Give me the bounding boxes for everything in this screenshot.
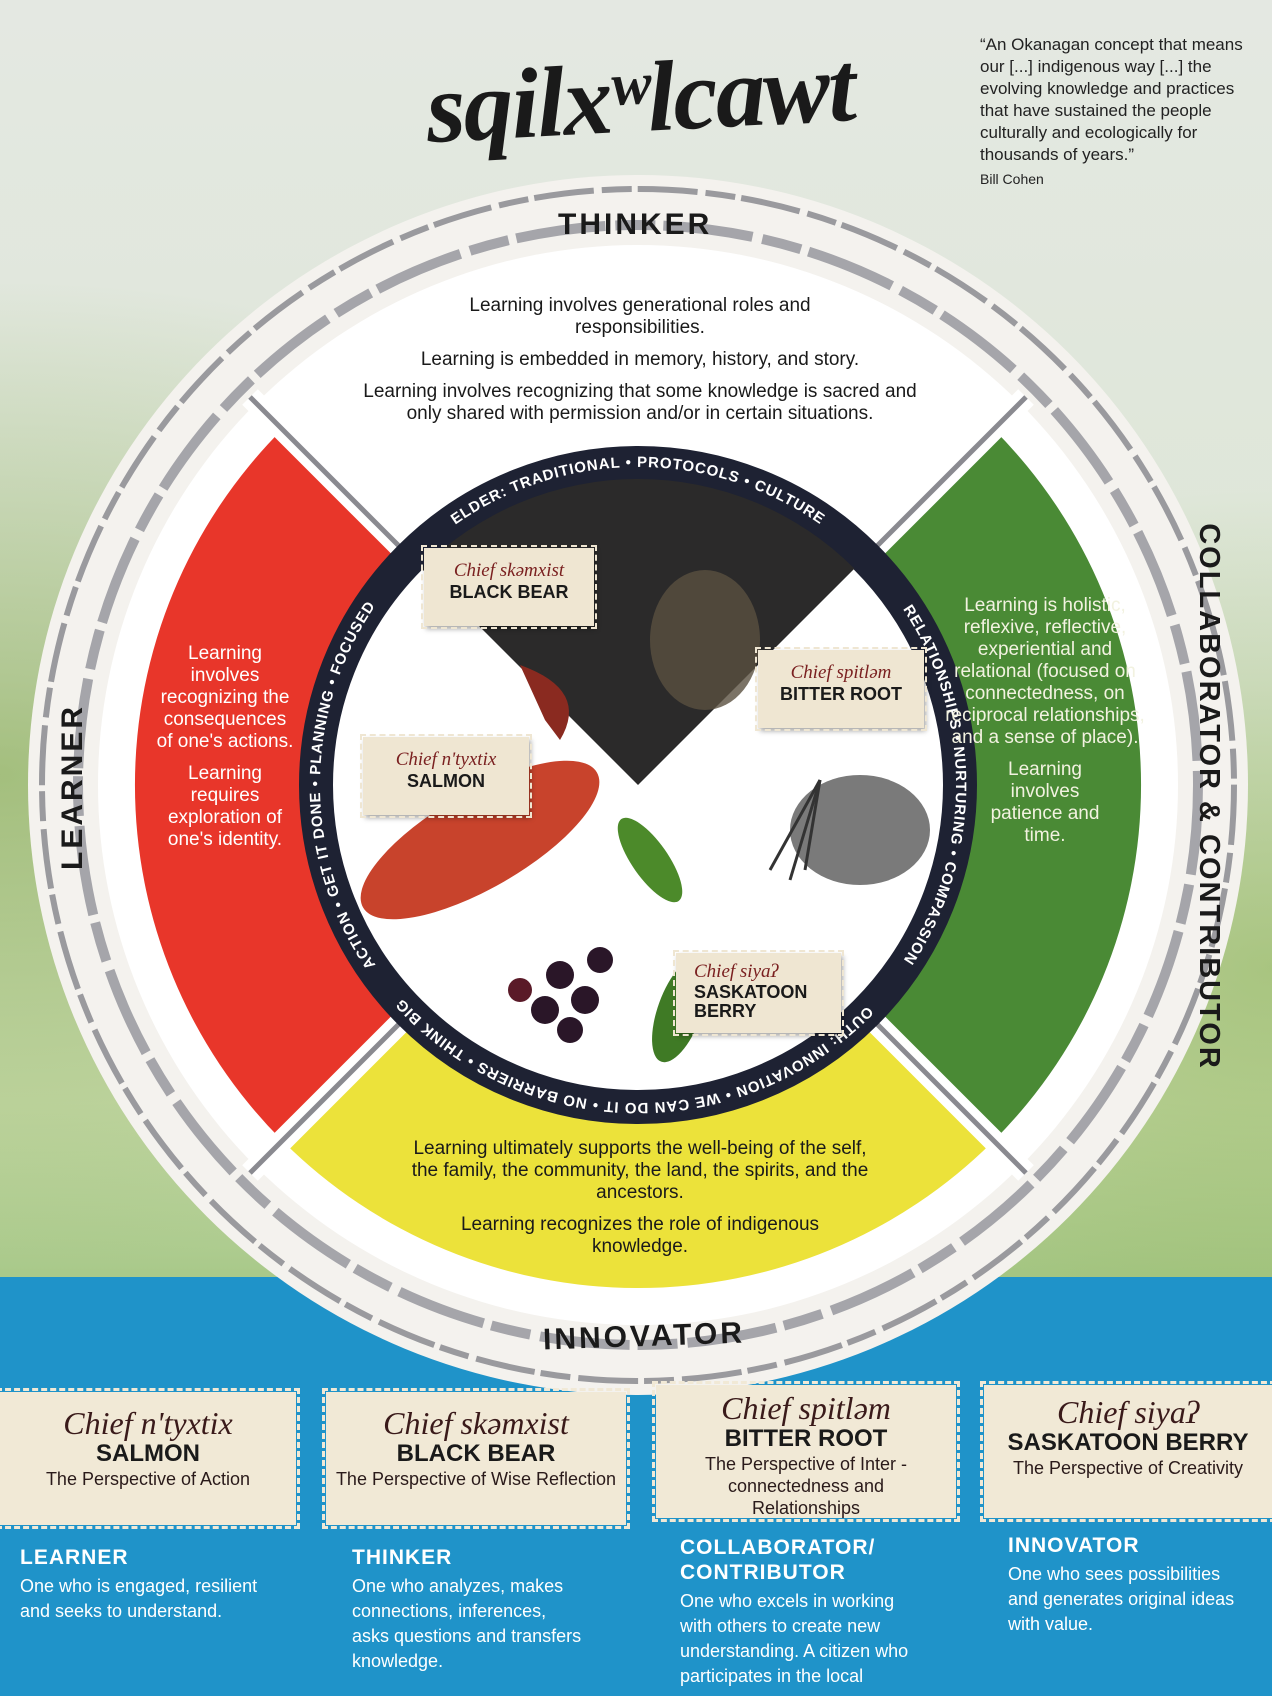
role-description: One who analyzes, makes connections, inf… <box>352 1576 582 1671</box>
chip-chief-name: Chief siyaʔ <box>694 961 779 982</box>
card-name: BLACK BEAR <box>396 1440 556 1467</box>
label-thinker: THINKER <box>558 208 713 241</box>
card-perspective: The Perspective of Inter -connectedness … <box>704 1454 908 1518</box>
thinker-point: Learning is embedded in memory, history,… <box>420 349 860 370</box>
brush-ring-inner <box>73 220 1203 1350</box>
collaborator-text: Learning is holistic, reflexive, reflect… <box>945 595 1145 857</box>
chip-animal-name: BLACK BEAR <box>449 582 569 602</box>
card-name: SALMON <box>96 1440 200 1467</box>
card-saskatoon-berry: Chief siyaʔ SASKATOON BERRY The Perspect… <box>980 1381 1272 1522</box>
card-salmon: Chief n'tyxtix SALMON The Perspective of… <box>0 1388 300 1529</box>
role-description: One who excels in working with others to… <box>680 1591 909 1686</box>
role-description: One who sees possibilities and generates… <box>1008 1564 1235 1634</box>
learner-text: Learning involves recognizing the conseq… <box>155 643 295 861</box>
card-bitter-root: Chief spitləm BITTER ROOT The Perspectiv… <box>652 1381 960 1522</box>
card-perspective: The Perspective of Wise Reflection <box>335 1469 617 1489</box>
label-collaborator-contributor: COLLABORATOR & CONTRIBUTOR <box>1192 523 1225 1070</box>
collaborator-point: Learning involves patience and time. <box>990 759 1100 846</box>
learner-point: Learning requires exploration of one's i… <box>167 763 283 850</box>
innovator-point: Learning ultimately supports the well-be… <box>411 1138 869 1203</box>
chip-chief-name: Chief skəmxist <box>453 560 565 581</box>
card-black-bear: Chief skəmxist BLACK BEAR The Perspectiv… <box>322 1388 630 1529</box>
role-learner: LEARNER One who is engaged, resilient an… <box>20 1545 290 1624</box>
brush-ring-outer <box>39 186 1237 1384</box>
role-title: THINKER <box>352 1546 453 1569</box>
chip-plant-name: BITTER ROOT <box>780 684 902 704</box>
learner-point: Learning involves recognizing the conseq… <box>156 643 294 752</box>
salmon-image <box>360 665 600 920</box>
thinker-point: Learning involves generational roles and… <box>469 295 811 338</box>
role-description: One who is engaged, resilient and seeks … <box>20 1576 258 1621</box>
card-chief-name: Chief n'tyxtix <box>63 1405 233 1441</box>
thinker-point: Learning involves recognizing that some … <box>363 381 917 424</box>
collaborator-point: Learning is holistic, reflexive, reflect… <box>945 595 1145 748</box>
chip-black-bear: Chief skəmxist BLACK BEAR <box>421 545 597 629</box>
role-title: COLLABORATOR/ CONTRIBUTOR <box>680 1536 876 1584</box>
card-chief-name: Chief skəmxist <box>383 1405 569 1441</box>
chip-bitter-root: Chief spitləm BITTER ROOT <box>755 647 927 731</box>
learner-sector <box>134 429 399 1141</box>
chip-chief-name: Chief n'tyxtix <box>395 749 497 770</box>
innovator-sector <box>282 1024 994 1289</box>
chip-chief-name: Chief spitləm <box>790 662 892 683</box>
chip-plant-name: SASKATOON BERRY <box>694 982 808 1021</box>
chip-saskatoon-berry: Chief siyaʔ SASKATOON BERRY <box>673 950 844 1036</box>
quote: “An Okanagan concept that means our [...… <box>980 34 1260 190</box>
quote-text: “An Okanagan concept that means our [...… <box>980 35 1243 164</box>
collaborator-sector <box>877 429 1142 1141</box>
role-title: LEARNER <box>20 1546 129 1569</box>
bear-face <box>650 570 760 710</box>
bitter-root-image <box>768 775 930 885</box>
innovator-text: Learning ultimately supports the well-be… <box>410 1138 870 1268</box>
role-title: INNOVATOR <box>1008 1534 1140 1557</box>
quote-author: Bill Cohen <box>980 171 1044 187</box>
innovator-point: Learning recognizes the role of indigeno… <box>460 1214 820 1257</box>
card-perspective: The Perspective of Creativity <box>1012 1458 1244 1478</box>
chip-salmon: Chief n'tyxtix SALMON <box>360 734 532 818</box>
chip-animal-name: SALMON <box>407 771 485 791</box>
card-chief-name: Chief spitləm <box>721 1390 891 1426</box>
card-name: SASKATOON BERRY <box>1007 1429 1249 1456</box>
role-collaborator-contributor: COLLABORATOR/ CONTRIBUTOR One who excels… <box>680 1535 910 1689</box>
label-learner: LEARNER <box>56 703 90 871</box>
thinker-text: Learning involves generational roles and… <box>345 295 935 435</box>
card-chief-name: Chief siyaʔ <box>1056 1394 1200 1430</box>
label-innovator: INNOVATOR <box>542 1316 746 1357</box>
role-innovator: INNOVATOR One who sees possibilities and… <box>1008 1533 1248 1637</box>
card-perspective: The Perspective of Action <box>45 1469 251 1489</box>
role-thinker: THINKER One who analyzes, makes connecti… <box>352 1545 582 1674</box>
card-name: BITTER ROOT <box>724 1425 888 1452</box>
